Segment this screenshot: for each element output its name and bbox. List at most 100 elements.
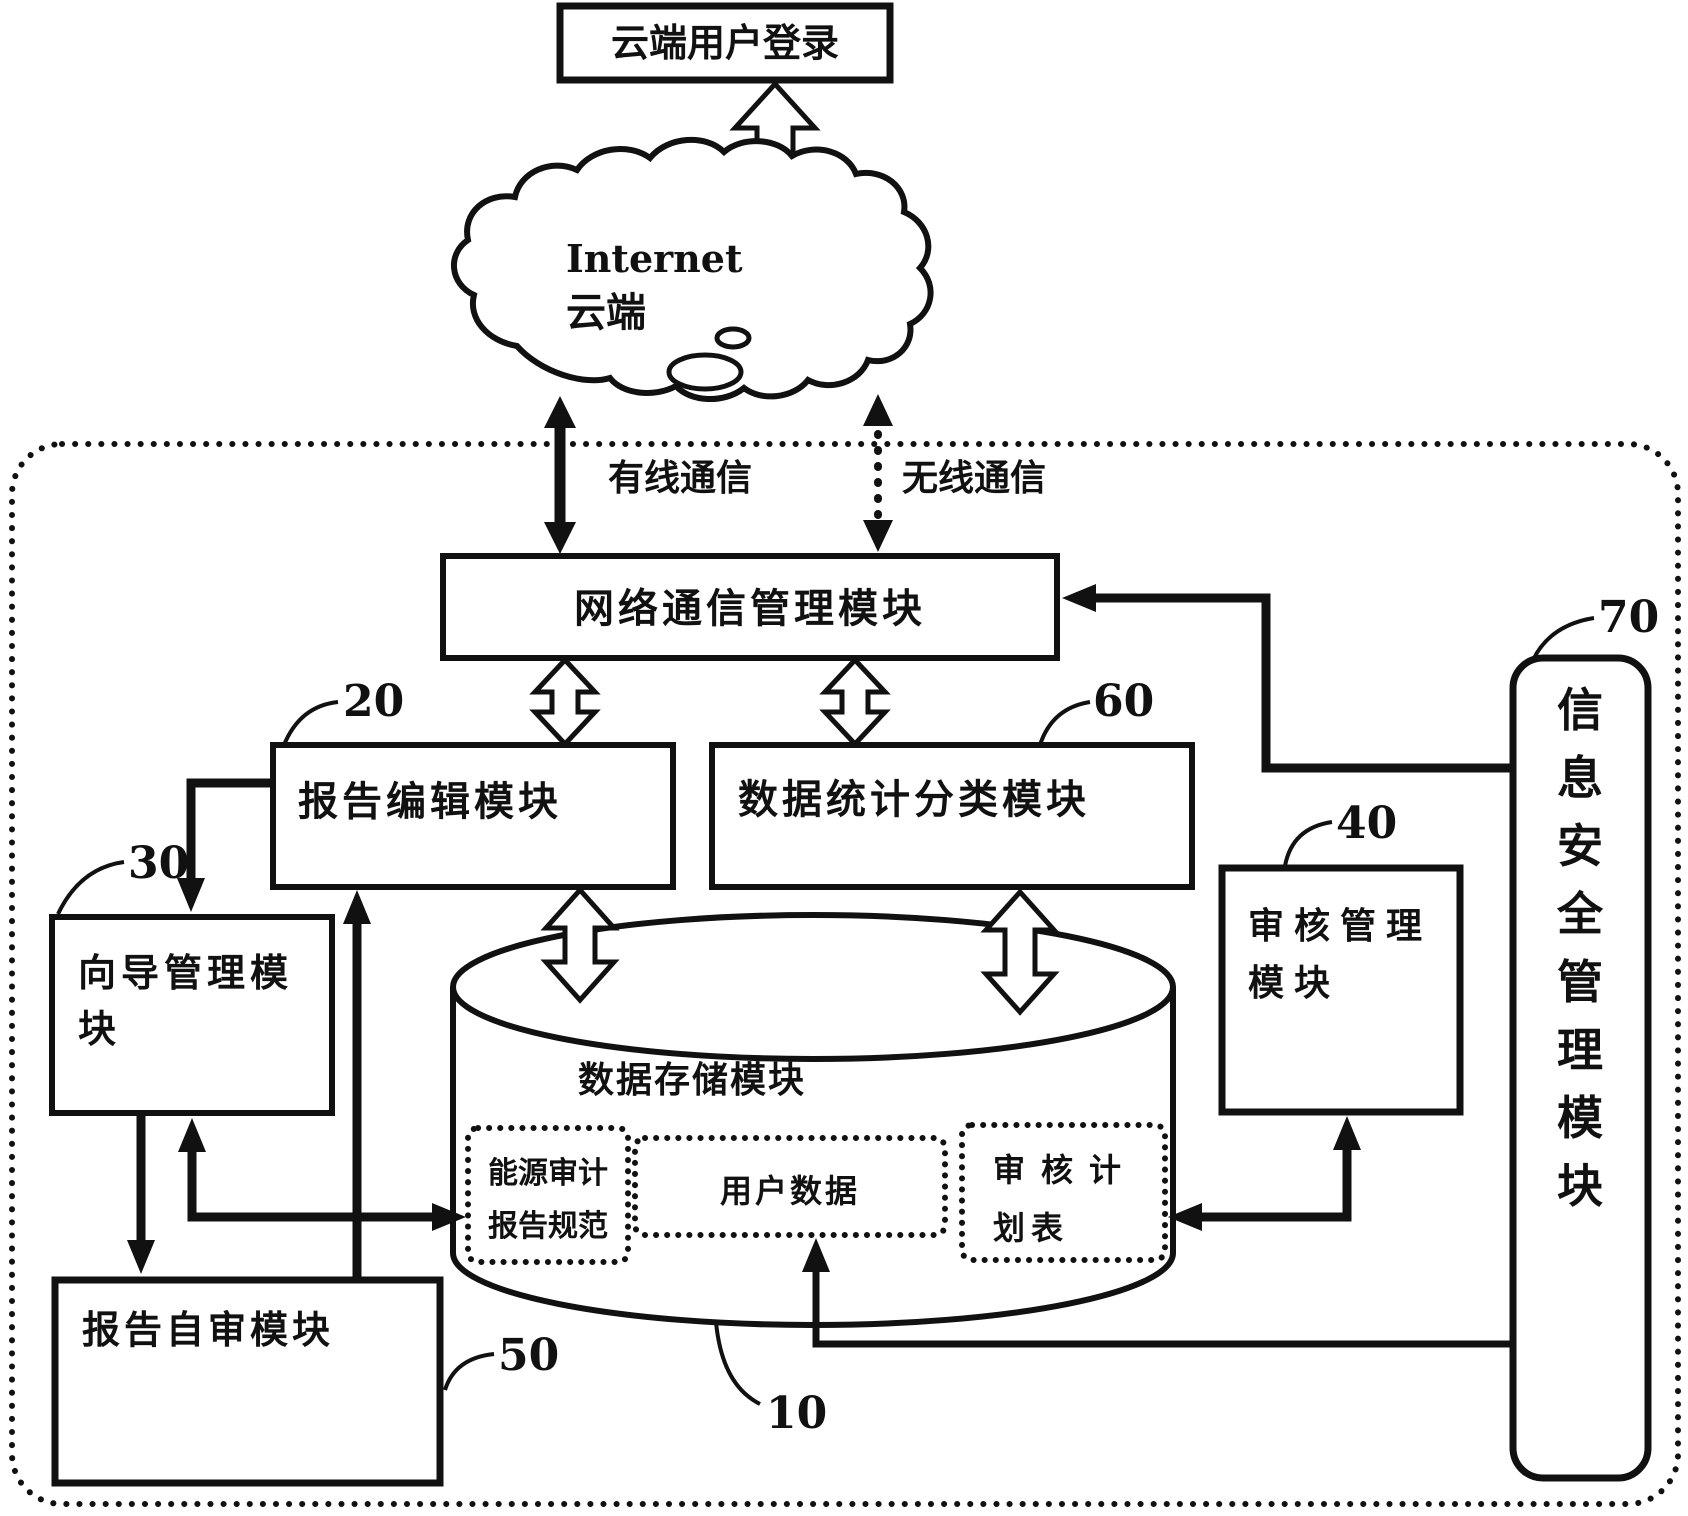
link-wired: 有线通信 <box>544 396 752 554</box>
audit-mgmt-label-line2: 模块 <box>1248 963 1340 1004</box>
arrowhead-up-into-user-data <box>802 1238 830 1272</box>
self-review-box <box>51 1276 444 1487</box>
ref-10-label: 10 <box>766 1388 827 1439</box>
wireless-arrowhead-up <box>863 394 893 426</box>
system-boundary-dashed-border <box>9 441 1681 1507</box>
connector-line <box>812 1256 1513 1348</box>
report-edit-label: 报告编辑模块 <box>298 779 562 825</box>
arrowhead-up-into-wizard <box>178 1118 206 1152</box>
wireless-arrowhead-down <box>863 520 893 552</box>
ref-30-leader <box>56 860 125 915</box>
data-stats-label: 数据统计分类模块 <box>738 777 1090 823</box>
arrowhead-left-into-audit-plan <box>1168 1203 1202 1231</box>
user-data-dashed-box <box>632 1135 948 1238</box>
connector-line <box>1080 593 1513 773</box>
cloud-shape <box>451 137 934 403</box>
ref-50: 50 <box>443 1330 559 1391</box>
node-report-edit-module: 报告编辑模块 <box>270 742 676 890</box>
ref-40: 40 <box>1283 798 1397 867</box>
wireless-label: 无线通信 <box>902 458 1046 499</box>
audit-plan-label-line2: 划表 <box>993 1209 1069 1247</box>
double-arrow-report-edit-storage <box>540 886 620 1004</box>
arrowhead-right-into-energy-spec <box>432 1203 466 1231</box>
ref-70-leader <box>1531 616 1595 661</box>
wired-arrowhead-up <box>544 396 576 428</box>
cloud-label-internet: Internet <box>566 236 743 281</box>
wizard-box <box>49 914 335 1116</box>
energy-spec-dashed-box <box>465 1125 631 1265</box>
connector-info-security-to-user-data <box>802 1238 1513 1348</box>
node-network-module: 网络通信管理模块 <box>440 553 1060 661</box>
arrowhead-up-into-audit-mgmt <box>1333 1116 1361 1150</box>
arrowhead-down-into-wizard <box>177 878 205 912</box>
cloud-bubble-large <box>666 352 744 392</box>
ref-60: 60 <box>1038 676 1154 746</box>
cloud-login-label: 云端用户登录 <box>611 21 839 65</box>
info-security-label: 信息安全管理模块 <box>1556 683 1604 1213</box>
connector-report-edit-to-wizard <box>177 778 273 912</box>
ref-60-leader <box>1038 700 1091 746</box>
connector-wizard-energy-spec <box>178 1118 466 1231</box>
ref-60-label: 60 <box>1093 676 1154 727</box>
energy-spec-label-line2: 报告规范 <box>488 1209 608 1244</box>
wired-arrowhead-down <box>544 522 576 554</box>
connector-info-security-to-network <box>1062 584 1513 773</box>
cloud-label-cn: 云端 <box>566 290 646 336</box>
energy-spec-label-line1: 能源审计 <box>488 1156 608 1191</box>
connector-line <box>187 1146 450 1222</box>
cloud-bubble-small <box>714 326 752 350</box>
store-user-data: 用户数据 <box>632 1135 948 1238</box>
ref-20-label: 20 <box>343 676 404 727</box>
data-stats-box <box>709 742 1195 890</box>
node-wizard-module: 向导管理模 块 <box>49 914 335 1116</box>
ref-30-label: 30 <box>128 838 189 889</box>
store-audit-plan: 审核计 划表 <box>959 1122 1168 1263</box>
arrowhead-down-into-self-review <box>127 1240 155 1274</box>
wired-label: 有线通信 <box>608 458 752 499</box>
user-data-label: 用户数据 <box>720 1172 860 1210</box>
node-cloud-login: 云端用户登录 <box>556 2 894 84</box>
arrowhead-left-into-network <box>1062 584 1096 612</box>
connector-wizard-to-self-review <box>127 1113 155 1274</box>
audit-mgmt-label-line1: 审核管理 <box>1248 906 1432 947</box>
node-self-review-module: 报告自审模块 <box>51 1276 444 1487</box>
node-audit-mgmt-module: 审核管理 模块 <box>1218 864 1464 1116</box>
ref-70: 70 <box>1531 592 1659 661</box>
arrowhead-up-into-report-edit <box>343 890 371 924</box>
ref-10: 10 <box>714 1321 827 1439</box>
wizard-label-line1: 向导管理模 <box>78 951 293 995</box>
wizard-label-line2: 块 <box>78 1007 116 1051</box>
ref-40-label: 40 <box>1336 798 1397 849</box>
report-edit-box <box>270 742 676 890</box>
connector-line <box>1186 1144 1352 1222</box>
ref-20: 20 <box>282 676 404 746</box>
double-arrow-network-data-stats <box>819 656 891 748</box>
ref-50-leader <box>443 1352 495 1391</box>
double-arrow-network-report-edit <box>529 656 601 748</box>
audit-plan-dashed-box <box>959 1122 1168 1263</box>
ref-50-label: 50 <box>498 1330 559 1381</box>
self-review-label: 报告自审模块 <box>82 1308 334 1352</box>
connector-line <box>186 778 273 894</box>
cylinder-top-ellipse <box>450 912 1176 1062</box>
node-info-security-module: 信息安全管理模块 <box>1509 654 1652 1482</box>
ref-30: 30 <box>56 838 189 915</box>
link-wireless: 无线通信 <box>863 394 1046 552</box>
data-storage-label: 数据存储模块 <box>578 1060 806 1101</box>
node-data-stats-module: 数据统计分类模块 <box>709 742 1195 890</box>
double-arrow-data-stats-storage <box>980 888 1060 1016</box>
ref-20-leader <box>282 700 339 746</box>
connector-audit-plan-audit-mgmt <box>1168 1116 1361 1231</box>
ref-10-leader <box>714 1321 761 1406</box>
info-security-box <box>1509 654 1652 1482</box>
store-energy-audit-spec: 能源审计 报告规范 <box>465 1125 631 1265</box>
cloud-login-box <box>556 2 894 84</box>
ref-70-label: 70 <box>1598 592 1659 643</box>
audit-mgmt-box <box>1218 864 1464 1116</box>
ref-40-leader <box>1283 820 1333 867</box>
node-internet-cloud: Internet 云端 <box>451 137 934 403</box>
network-module-label: 网络通信管理模块 <box>574 586 926 632</box>
network-module-box <box>440 553 1060 661</box>
